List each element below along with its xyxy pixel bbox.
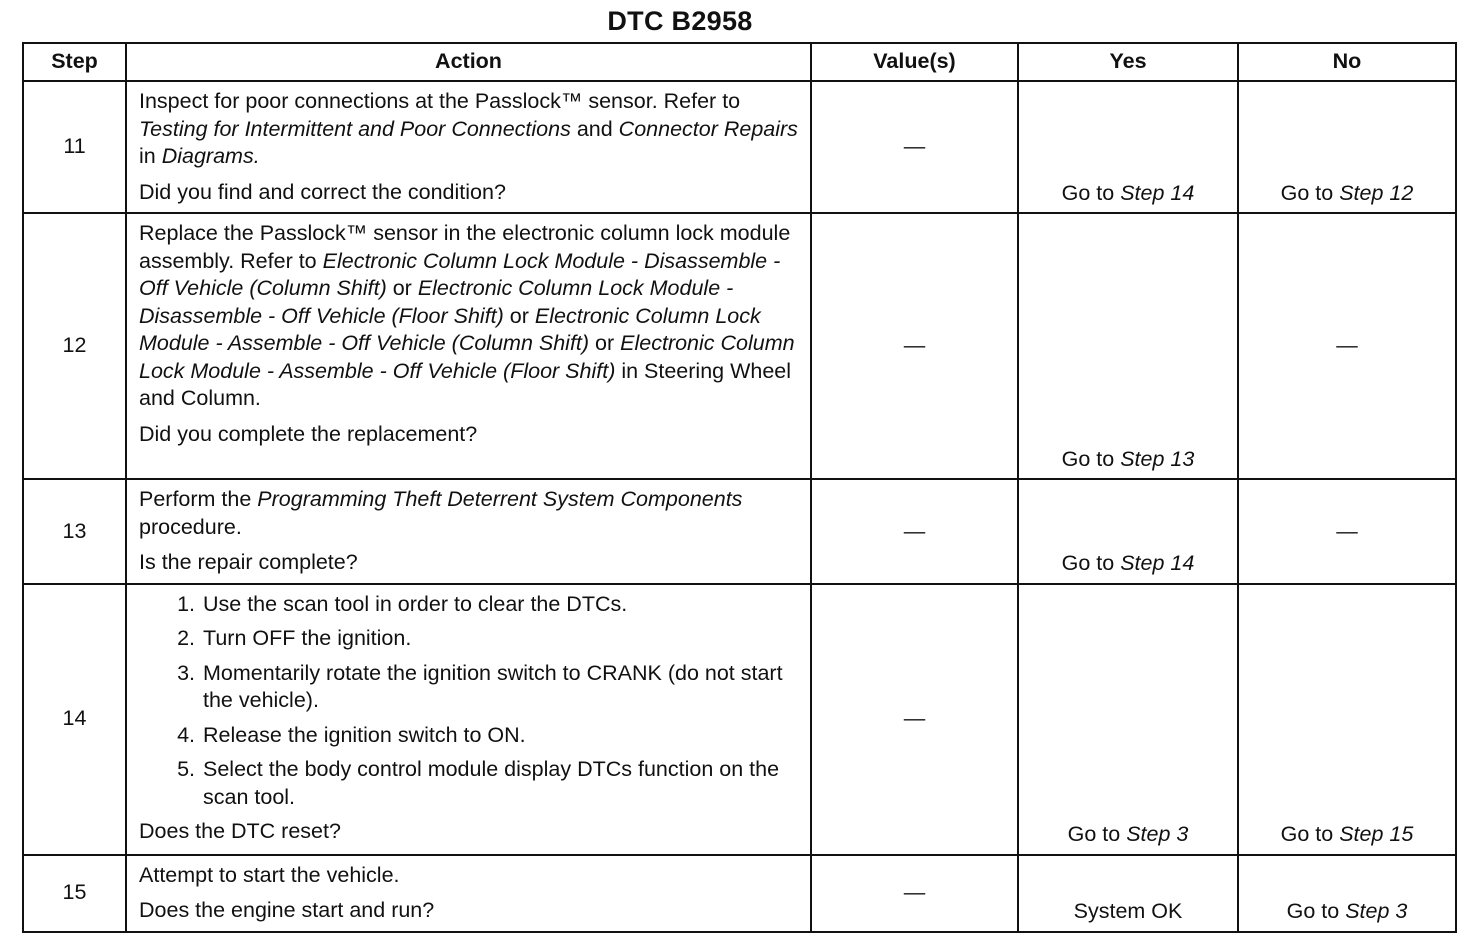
no-step-link[interactable]: Step 3 bbox=[1345, 899, 1408, 923]
yes-prefix: Go to bbox=[1061, 551, 1121, 575]
action-text-segment: in bbox=[139, 144, 162, 168]
value-cell: — bbox=[810, 582, 1019, 856]
reference-link[interactable]: Diagrams. bbox=[161, 144, 260, 168]
yes-prefix: Go to bbox=[1067, 822, 1127, 846]
reference-link[interactable]: Electronic Column Lock Module - Disassem… bbox=[139, 276, 734, 328]
yes-step-link[interactable]: Step 13 bbox=[1120, 446, 1195, 471]
step-number: 12 bbox=[22, 212, 127, 480]
yes-cell: Go to Step 3 bbox=[1017, 582, 1239, 856]
list-item-text: Select the body control module display D… bbox=[203, 757, 780, 809]
diagnostic-table: Step Action Value(s) Yes No 11 Inspect fo… bbox=[22, 42, 1457, 933]
action-text-segment: Attempt to start the vehicle. bbox=[139, 862, 400, 887]
list-item: 1. Use the scan tool in order to clear th… bbox=[139, 591, 800, 619]
yes-step-link[interactable]: Step 14 bbox=[1120, 551, 1195, 575]
yes-prefix: Go to bbox=[1061, 180, 1121, 205]
action-cell: Attempt to start the vehicle. Does the en… bbox=[125, 853, 812, 933]
reference-link[interactable]: Programming Theft Deterrent System Compo… bbox=[257, 487, 743, 511]
step-number: 14 bbox=[22, 582, 127, 856]
step-number: 11 bbox=[22, 80, 127, 214]
list-item-number: 4. bbox=[177, 722, 195, 747]
no-cell: — bbox=[1237, 478, 1457, 585]
action-cell: Replace the Passlock™ sensor in the elec… bbox=[125, 212, 812, 480]
action-text-segment: Replace the Passlock™ sensor in the elec… bbox=[139, 221, 791, 273]
reference-link[interactable]: Electronic Column Lock Module - Assemble… bbox=[139, 331, 795, 383]
yes-cell: Go to Step 14 bbox=[1017, 80, 1239, 214]
action-text: Attempt to start the vehicle. bbox=[139, 862, 800, 890]
action-question: Did you find and correct the condition? bbox=[139, 179, 506, 204]
action-cell: Inspect for poor connections at the Pass… bbox=[125, 80, 812, 214]
action-text-segment: procedure. bbox=[139, 514, 242, 539]
list-item-number: 3. bbox=[177, 660, 195, 685]
yes-step-link[interactable]: Step 3 bbox=[1126, 822, 1189, 846]
step-number: 15 bbox=[22, 853, 127, 933]
value-cell: — bbox=[810, 853, 1019, 933]
list-item-number: 2. bbox=[177, 626, 195, 650]
action-text-segment: Inspect for poor connections at the Pass… bbox=[139, 89, 741, 113]
table-row: 11 Inspect for poor connections at the Pa… bbox=[22, 80, 1457, 214]
no-prefix: Go to bbox=[1280, 180, 1340, 205]
action-text-segment: or bbox=[386, 276, 418, 300]
reference-link[interactable]: Testing for Intermittent and Poor Connec… bbox=[139, 116, 571, 141]
list-item-text: Momentarily rotate the ignition switch t… bbox=[203, 660, 783, 713]
list-item: 2. Turn OFF the ignition. bbox=[139, 625, 800, 653]
yes-cell: Go to Step 14 bbox=[1017, 478, 1239, 585]
yes-step-link[interactable]: Step 14 bbox=[1120, 180, 1195, 205]
header-values: Value(s) bbox=[810, 42, 1019, 82]
no-prefix: Go to bbox=[1286, 899, 1346, 923]
yes-text: System OK bbox=[1073, 899, 1183, 923]
action-text: Inspect for poor connections at the Pass… bbox=[139, 88, 800, 171]
table-row: 14 1. Use the scan tool in order to clear … bbox=[22, 582, 1457, 856]
no-cell: Go to Step 3 bbox=[1237, 853, 1457, 933]
value-cell: — bbox=[810, 478, 1019, 585]
reference-link[interactable]: Electronic Column Lock Module - Disassem… bbox=[139, 248, 781, 301]
header-row: Step Action Value(s) Yes No bbox=[22, 42, 1457, 82]
page-title: DTC B2958 bbox=[607, 6, 753, 36]
value-cell: — bbox=[810, 80, 1019, 214]
yes-cell: Go to Step 13 bbox=[1017, 212, 1239, 480]
no-cell: Go to Step 12 bbox=[1237, 80, 1457, 214]
reference-link[interactable]: Connector Repairs bbox=[618, 116, 798, 141]
no-text: — bbox=[1336, 518, 1358, 543]
list-item: 3. Momentarily rotate the ignition switch… bbox=[139, 660, 800, 715]
list-item: 4. Release the ignition switch to ON. bbox=[139, 722, 800, 750]
no-cell: Go to Step 15 bbox=[1237, 582, 1457, 856]
action-cell: 1. Use the scan tool in order to clear th… bbox=[125, 582, 812, 856]
no-prefix: Go to bbox=[1280, 822, 1340, 846]
action-text-segment: or bbox=[589, 331, 621, 355]
no-cell: — bbox=[1237, 212, 1457, 480]
value-cell: — bbox=[810, 212, 1019, 480]
no-step-link[interactable]: Step 15 bbox=[1339, 822, 1414, 846]
yes-prefix: Go to bbox=[1061, 446, 1121, 471]
list-item-text: Turn OFF the ignition. bbox=[203, 626, 412, 650]
action-steps-list: 1. Use the scan tool in order to clear th… bbox=[139, 591, 800, 812]
action-text: Perform the Programming Theft Deterrent … bbox=[139, 486, 800, 541]
header-yes: Yes bbox=[1017, 42, 1239, 82]
list-item-number: 1. bbox=[177, 591, 195, 616]
action-text-segment: or bbox=[503, 303, 535, 328]
action-text-segment: and bbox=[570, 116, 619, 141]
no-step-link[interactable]: Step 12 bbox=[1339, 180, 1414, 205]
action-cell: Perform the Programming Theft Deterrent … bbox=[125, 478, 812, 585]
table-row: 15 Attempt to start the vehicle. Does the … bbox=[22, 853, 1457, 933]
action-question: Does the DTC reset? bbox=[139, 819, 341, 843]
action-question: Does the engine start and run? bbox=[139, 898, 435, 922]
list-item-number: 5. bbox=[177, 757, 195, 781]
action-text-segment: in Steering Wheel and Column. bbox=[139, 358, 792, 411]
list-item-text: Use the scan tool in order to clear the … bbox=[203, 591, 628, 616]
reference-link[interactable]: Electronic Column Lock Module - Assemble… bbox=[139, 303, 761, 356]
header-action: Action bbox=[125, 42, 812, 82]
action-question: Did you complete the replacement? bbox=[139, 421, 478, 446]
list-item-text: Release the ignition switch to ON. bbox=[203, 722, 526, 747]
header-step: Step bbox=[22, 42, 127, 82]
action-text-segment: Perform the bbox=[139, 487, 258, 511]
action-text: Replace the Passlock™ sensor in the elec… bbox=[139, 220, 800, 413]
yes-cell: System OK bbox=[1017, 853, 1239, 933]
step-number: 13 bbox=[22, 478, 127, 585]
list-item: 5. Select the body control module display… bbox=[139, 756, 800, 811]
no-text: — bbox=[1336, 333, 1358, 358]
header-no: No bbox=[1237, 42, 1457, 82]
action-question: Is the repair complete? bbox=[139, 550, 358, 574]
